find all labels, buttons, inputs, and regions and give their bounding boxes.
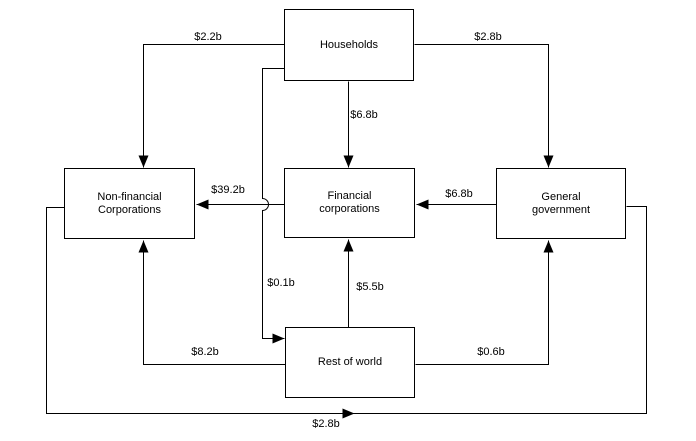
flow-label-restworld-to-nfc: $8.2b — [191, 346, 219, 358]
box-general-government: General government — [496, 168, 626, 239]
box-households: Households — [284, 9, 414, 81]
flow-label-households-to-restworld: $0.1b — [267, 277, 295, 289]
box-rest-of-world-label: Rest of world — [317, 356, 383, 368]
flow-label-restworld-to-fincorp: $5.5b — [356, 281, 384, 293]
flow-label-households-to-nfc: $2.2b — [194, 31, 222, 43]
box-financial-corporations-label: Financial corporations — [319, 190, 380, 215]
flow-restworld-to-gengov-line — [415, 240, 554, 365]
box-households-label: Households — [319, 38, 379, 51]
flow-restworld-to-nfc-line — [138, 240, 286, 365]
flow-label-households-to-fincorp: $6.8b — [350, 109, 378, 121]
box-general-government-label: General government — [531, 190, 591, 216]
flow-households-to-gengov-line — [414, 44, 554, 168]
flow-label-households-to-gengov: $2.8b — [474, 31, 502, 43]
box-non-financial-corporations: Non-financial Corporations — [64, 168, 195, 239]
flow-label-fincorp-to-nfc: $39.2b — [211, 184, 245, 196]
flow-label-nfc-to-gengov: $2.8b — [312, 418, 340, 430]
flow-households-to-restworld-line — [262, 68, 285, 344]
flow-nfc-to-gengov-arrowhead — [342, 408, 355, 419]
box-non-financial-corporations-label: Non-financial Corporations — [97, 190, 162, 216]
box-rest-of-world: Rest of world — [285, 327, 415, 398]
flow-label-gengov-to-fincorp: $6.8b — [445, 188, 473, 200]
box-financial-corporations: Financial corporations — [284, 168, 415, 238]
flow-households-to-nfc-line — [138, 44, 285, 168]
flow-label-restworld-to-gengov: $0.6b — [477, 346, 505, 358]
